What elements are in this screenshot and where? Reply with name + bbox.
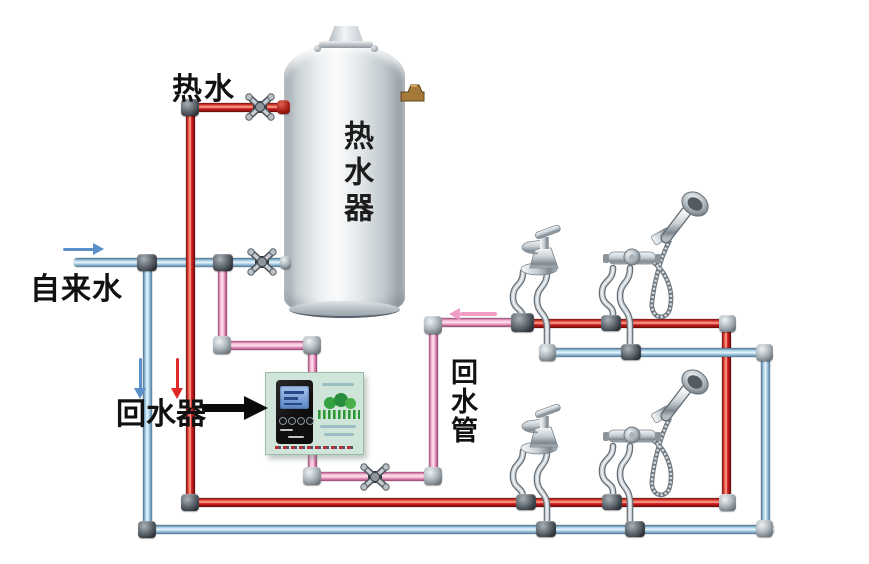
tee-hot-lower-shower [602,494,622,510]
tap-water-label: 自来水 [30,273,123,306]
cold-pipe-right-riser [761,348,770,534]
elbow-cold-lower-right [756,520,773,537]
water-heater-cap-base [319,41,373,48]
lower-shower-mixer [580,364,720,536]
water-heater-label: 热水器 [339,120,372,228]
elbow-return-3 [303,467,321,485]
tee-cold-lower-shower [625,521,645,537]
return-pipe-upper-link [218,341,317,350]
tee-return-hot-junction [511,313,534,332]
elbow-cold-upper-right [756,344,773,361]
cold-pipe-main-inlet [74,258,290,267]
box-print-line [320,425,356,428]
device-button-3[interactable] [297,417,305,425]
cold-pipe-left-riser [143,258,152,534]
device-button-1[interactable] [279,417,287,425]
elbow-cold-bottom-left [138,521,156,538]
drain-valve-icon [400,84,425,102]
valve-return-line[interactable] [357,461,393,493]
green-trees-graphic [345,398,356,409]
water-heater-knob-left [314,45,321,52]
panel-caption-line [288,436,304,438]
return-pipe-to-upper-bath [429,318,527,327]
elbow-hot-bottom-left [181,494,199,511]
elbow-return-2 [303,336,321,354]
tee-cold-left-riser [137,254,157,271]
green-trees-graphic [334,393,348,407]
tee-hot-upper-shower [601,315,621,331]
box-bottom-text-strip [275,446,354,449]
panel-caption-line [280,429,293,431]
tee-cold-upper-shower [621,344,641,360]
hot-pipe-heater-top [186,103,290,112]
device-lcd-screen [280,386,309,409]
hot-pipe-upper-bath-run [519,319,731,328]
device-control-panel [276,380,314,444]
box-print-line [322,383,354,386]
device-button-2[interactable] [288,417,296,425]
elbow-return-1 [213,336,231,354]
collar-hot-heater [277,100,290,114]
elbow-return-5 [424,316,442,334]
upper-basin-faucet [502,220,577,360]
elbow-cold-upper-left [539,344,556,361]
hot-pipe-left-riser [186,103,195,507]
collar-cold-heater [280,256,291,269]
elbow-hot-upper-right [719,315,736,332]
hot-water-label: 热水 [172,73,236,106]
return-pipe-mid-riser [429,321,438,481]
box-print-line [324,433,354,436]
tee-cold-return-branch [213,254,233,271]
valve-hot-outlet[interactable] [242,91,278,123]
elbow-hot-top-left [181,99,199,116]
elbow-hot-lower-right [719,494,736,511]
water-heater-tank [284,44,405,318]
upper-shower-mixer [580,186,720,358]
water-heater-vent-cap [328,26,364,43]
elbow-return-4 [424,467,442,485]
return-water-device [265,372,364,455]
valve-cold-inlet[interactable] [244,246,280,278]
water-heater-bottom-rim [289,301,400,318]
device-button-4[interactable] [306,417,314,425]
return-device-label: 回水器 [116,398,206,431]
hot-pipe-bottom-run [186,498,731,507]
cold-pipe-bottom-run [143,525,774,534]
cold-pipe-upper-bath-run [544,348,770,357]
lower-basin-faucet [502,399,577,539]
tee-cold-lower-faucet [536,521,556,537]
green-grass-graphic [318,410,360,419]
return-pipe-riser-to-cold-line [218,262,227,346]
return-pipe-label: 回水管 [447,358,477,445]
hot-pipe-right-riser [722,319,731,507]
tee-hot-lower-faucet [516,494,536,510]
green-trees-graphic [324,397,336,409]
water-heater-knob-right [371,45,378,52]
